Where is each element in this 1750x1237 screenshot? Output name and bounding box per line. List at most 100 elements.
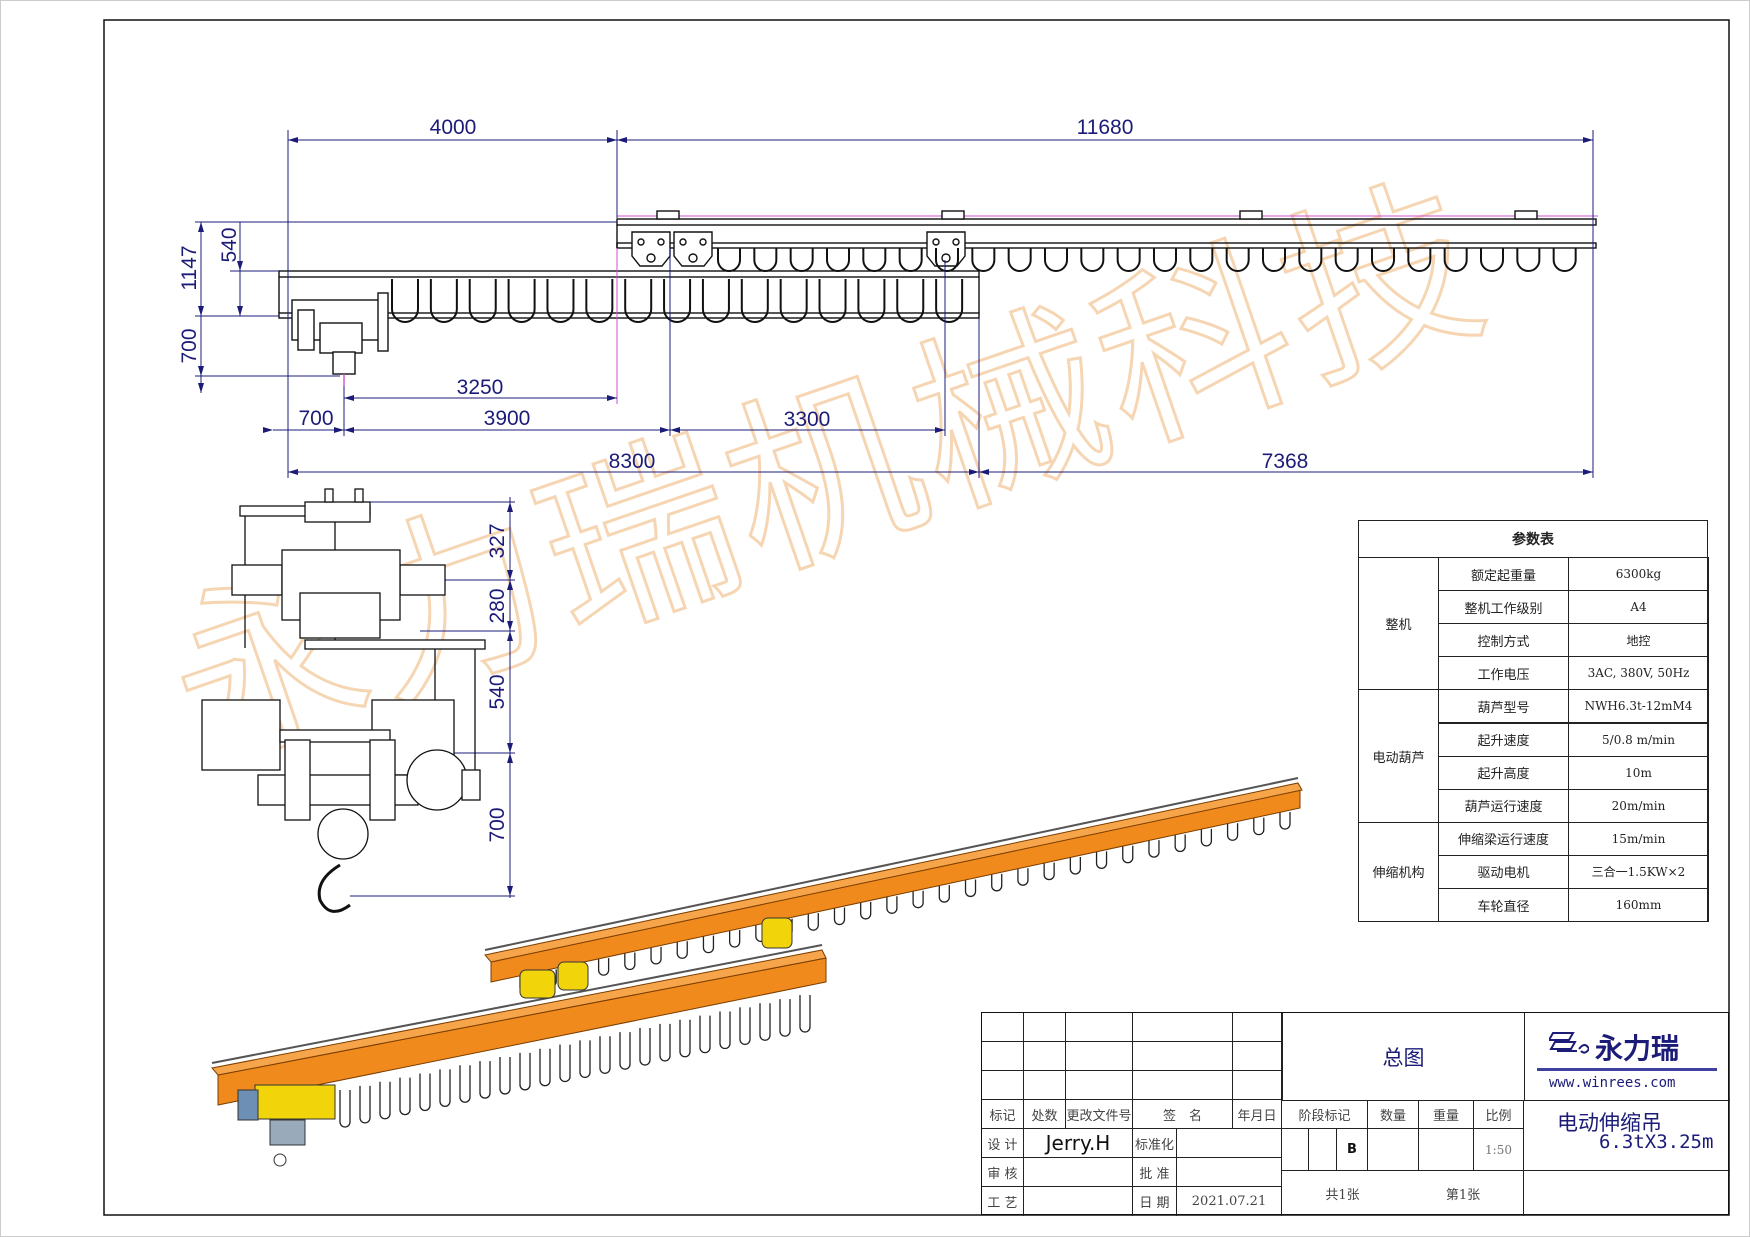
arrowhead — [237, 261, 243, 271]
arrowhead — [660, 427, 670, 433]
arrowhead — [198, 222, 204, 232]
cable-loop — [546, 279, 575, 323]
hook-block-icon — [317, 808, 369, 860]
iso-hoist-icon — [237, 1084, 336, 1167]
cable-loop — [1552, 248, 1577, 272]
arrowhead — [507, 580, 513, 590]
iso-trolley-icons — [519, 917, 793, 999]
param-value: 6300kg — [1568, 557, 1709, 592]
dim-3300: 3300 — [784, 408, 831, 431]
logo-underline — [1537, 1068, 1717, 1071]
parameter-table-title: 参数表 — [1358, 520, 1708, 558]
cable-loop — [779, 999, 791, 1037]
dim-1147: 1147 — [178, 245, 201, 290]
revision-cell — [1133, 1013, 1233, 1042]
dim-3250: 3250 — [457, 376, 504, 399]
arrowhead — [507, 743, 513, 753]
arrowhead — [607, 395, 617, 401]
cable-loop — [991, 873, 1003, 892]
revision-cell — [1024, 1013, 1066, 1042]
cable-loop — [1298, 248, 1323, 272]
arrowhead — [617, 137, 627, 143]
arrowhead — [935, 427, 945, 433]
dim-540-side: 540 — [486, 674, 509, 709]
param-value: 10m — [1568, 755, 1709, 790]
title-block-header: 数量 — [1368, 1100, 1419, 1129]
hook-icon — [317, 863, 351, 913]
title-block-header: 签 名 — [1133, 1100, 1233, 1129]
revision-cell — [1233, 1071, 1282, 1100]
cable-loop — [860, 901, 872, 920]
cable-loop — [1253, 817, 1265, 836]
cable-loop — [818, 279, 847, 323]
cable-loop — [599, 1036, 611, 1074]
festoon-cable-lower — [391, 279, 964, 323]
arrowhead — [507, 621, 513, 631]
cable-loop — [519, 1052, 531, 1091]
cable-loop — [779, 279, 808, 323]
dim-3900: 3900 — [484, 407, 531, 430]
cable-loop — [699, 1015, 711, 1054]
param-value: 160mm — [1568, 888, 1709, 923]
cable-loop — [619, 1032, 631, 1070]
arrowhead — [507, 570, 513, 580]
revision-cell — [1024, 1071, 1066, 1100]
cable-loop — [1407, 248, 1432, 272]
cable-loop — [559, 1044, 571, 1083]
revision-cell — [1066, 1013, 1133, 1042]
title-block-header: 阶段标记 — [1282, 1100, 1368, 1129]
stage-cell — [1282, 1129, 1309, 1171]
param-label: 工作电压 — [1438, 656, 1569, 691]
dim-11680: 11680 — [1077, 116, 1134, 139]
cable-loop — [507, 279, 536, 323]
stage-cell — [1309, 1129, 1337, 1171]
dim-280: 280 — [486, 588, 509, 623]
quantity-value — [1368, 1129, 1419, 1171]
revision-cell — [982, 1013, 1024, 1042]
dim-700-side: 700 — [486, 807, 509, 842]
design-label: 设 计 — [982, 1129, 1024, 1158]
revision-cell — [1133, 1042, 1233, 1071]
arrowhead — [1583, 137, 1593, 143]
arrowhead — [507, 753, 513, 763]
cable-loop — [935, 248, 959, 272]
cable-loop — [935, 279, 964, 323]
cable-loop — [479, 1061, 491, 1099]
cable-loop — [429, 279, 458, 323]
revision-cell — [1024, 1042, 1066, 1071]
company-logo-icon — [1549, 1032, 1589, 1054]
drawing-name: 总图 — [1282, 1013, 1524, 1101]
param-label: 伸缩梁运行速度 — [1438, 821, 1569, 856]
cable-loop — [717, 248, 741, 272]
arrowhead — [507, 886, 513, 896]
dim-700-end: 700 — [298, 407, 333, 430]
cable-loop — [857, 279, 886, 323]
cable-loop — [579, 1040, 591, 1079]
param-group-label: 电动葫芦 — [1358, 689, 1439, 823]
cable-loop — [1443, 248, 1468, 272]
dim-540: 540 — [218, 227, 241, 262]
title-block-header: 更改文件号 — [1066, 1100, 1133, 1129]
param-label: 葫芦运行速度 — [1438, 788, 1569, 823]
cable-loop — [938, 885, 950, 903]
cable-loop — [898, 248, 923, 272]
arrowhead — [198, 306, 204, 316]
cable-loop — [1516, 248, 1541, 272]
param-value: NWH6.3t-12mM4 — [1568, 689, 1709, 724]
date-label: 日 期 — [1133, 1187, 1177, 1216]
cable-loop — [597, 958, 610, 976]
arrowhead — [344, 427, 354, 433]
standard-label: 标准化 — [1133, 1129, 1177, 1158]
company-logo: 永力瑞 www.winrees.com — [1524, 1013, 1730, 1101]
cable-loop — [468, 279, 497, 323]
dim-327: 327 — [486, 523, 509, 558]
process-value — [1024, 1187, 1133, 1216]
cable-loop — [1095, 851, 1108, 869]
review-label: 审 核 — [982, 1158, 1024, 1187]
revision-cell — [1233, 1013, 1282, 1042]
param-group-label: 整机 — [1358, 557, 1439, 691]
cable-loop — [624, 952, 636, 971]
param-label: 车轮直径 — [1438, 888, 1569, 923]
front-elevation — [278, 210, 1598, 386]
cable-loop — [739, 1007, 751, 1045]
